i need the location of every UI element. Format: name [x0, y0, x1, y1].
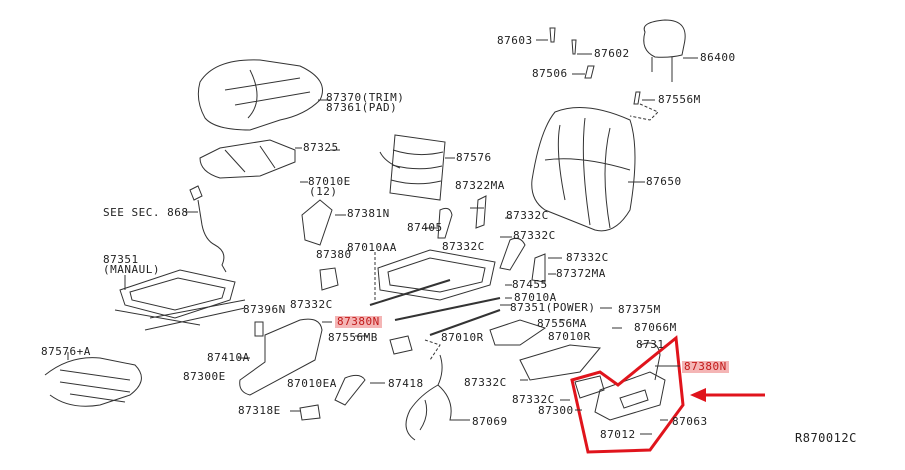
seat-cushion-trim: [197, 59, 330, 131]
label-8731-partial: 8731: [636, 338, 665, 351]
label-87351-power: 87351(POWER): [510, 301, 596, 314]
label-87010E: 87010E: [308, 175, 351, 188]
small-parts: [254, 321, 441, 421]
label-87332C-a: 87332C: [506, 209, 549, 222]
label-87332C-g: 87332C: [512, 393, 555, 406]
seat-switch-assembly: [574, 342, 666, 421]
label-87556MB: 87556MB: [328, 331, 378, 344]
label-87396N: 87396N: [243, 303, 286, 316]
label-87576-A: 87576+A: [41, 345, 91, 358]
lumbar-support: [379, 134, 455, 201]
label-87455: 87455: [512, 278, 548, 291]
label-87603: 87603: [497, 34, 533, 47]
headrest: [643, 19, 698, 82]
seat-cushion-pad: [199, 139, 302, 179]
label-87602: 87602: [594, 47, 630, 60]
power-seat-covers: [489, 319, 601, 381]
label-87380: 87380: [316, 248, 352, 261]
label-87010AA: 87010AA: [347, 241, 397, 254]
label-87351-manual: 87351: [103, 253, 139, 266]
label-87650: 87650: [646, 175, 682, 188]
label-87063: 87063: [672, 415, 708, 428]
seat-back: [531, 107, 645, 232]
label-87332C-b: 87332C: [442, 240, 485, 253]
label-87010A: 87010A: [514, 291, 557, 304]
label-87372MA: 87372MA: [556, 267, 606, 280]
label-87556MA: 87556MA: [537, 317, 587, 330]
label-87332C-f: 87332C: [464, 376, 507, 389]
label-86400: 86400: [700, 51, 736, 64]
label-87322MA: 87322MA: [455, 179, 505, 192]
label-87012: 87012: [600, 428, 636, 441]
label-87410A: 87410A: [207, 351, 250, 364]
label-87556M: 87556M: [658, 93, 701, 106]
power-seat-frame: [369, 249, 512, 336]
highlight-arrow: [690, 388, 765, 402]
label-87332C-e: 87332C: [290, 298, 333, 311]
label-87418: 87418: [388, 377, 424, 390]
label-see-sec-868: SEE SEC. 868: [103, 206, 189, 219]
label-87351-manual-note: (MANAUL): [103, 263, 160, 276]
label-87380N-highlighted-left: 87380N: [335, 315, 382, 328]
label-87381N: 87381N: [347, 207, 390, 220]
label-87010EA: 87010EA: [287, 377, 337, 390]
headrest-guides: [536, 27, 659, 121]
wire-harness-mat: [44, 352, 142, 407]
seat-harness: [405, 354, 470, 441]
label-87370-trim: 87370(TRIM): [326, 91, 405, 104]
label-87332C-c: 87332C: [513, 229, 556, 242]
label-87325: 87325: [303, 141, 339, 154]
label-87010E-qty: (12): [309, 185, 338, 198]
label-87405: 87405: [407, 221, 443, 234]
seatbelt-buckle: [185, 185, 227, 273]
label-87576: 87576: [456, 151, 492, 164]
highlight-outline: [570, 335, 685, 454]
label-87375M: 87375M: [618, 303, 661, 316]
label-87069: 87069: [472, 415, 508, 428]
label-87506: 87506: [532, 67, 568, 80]
label-87010R-a: 87010R: [441, 331, 484, 344]
leader-lines: [238, 149, 680, 435]
side-shield-left: [239, 318, 332, 396]
label-87361-pad: 87361(PAD): [326, 101, 398, 114]
manual-seat-frame: [114, 269, 246, 331]
label-87332C-d: 87332C: [566, 251, 609, 264]
label-87380N-highlighted-right: 87380N: [682, 360, 729, 373]
label-87300E: 87300E: [183, 370, 226, 383]
label-87010R-b: 87010R: [548, 330, 591, 343]
label-87066M: 87066M: [634, 321, 677, 334]
diagram-code: R870012C: [795, 431, 857, 445]
recliner-parts: [301, 195, 546, 291]
label-87318E: 87318E: [238, 404, 281, 417]
label-87300: 87300: [538, 404, 574, 417]
